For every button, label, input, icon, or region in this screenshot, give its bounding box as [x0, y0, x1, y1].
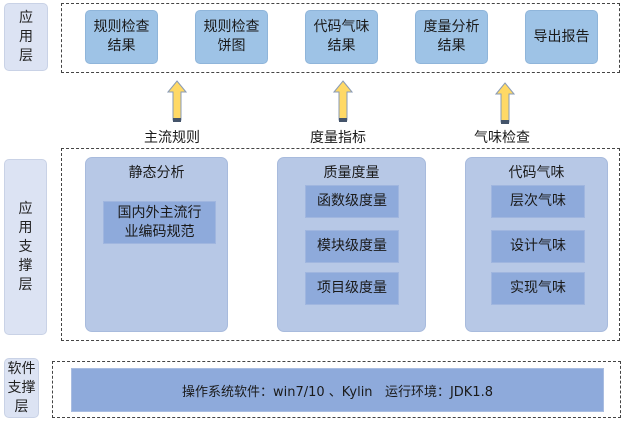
module-export-report[interactable]: 导出报告 [525, 10, 598, 64]
group-static-analysis: 静态分析 国内外主流行业编码规范 [85, 157, 228, 332]
item-function-level-metric[interactable]: 函数级度量 [305, 185, 399, 218]
group-title: 质量度量 [323, 165, 380, 181]
group-title: 静态分析 [128, 165, 185, 181]
runtime-environment-text: 操作系统软件：win7/10 、Kylin 运行环境：JDK1.8 [182, 384, 493, 400]
module-rule-check-result[interactable]: 规则检查结果 [85, 10, 158, 64]
item-module-level-metric[interactable]: 模块级度量 [305, 230, 399, 263]
up-arrow-icon [495, 82, 515, 124]
group-code-smells: 代码气味 层次气味 设计气味 实现气味 [465, 157, 608, 332]
up-arrow-icon [333, 80, 353, 122]
item-design-smell[interactable]: 设计气味 [491, 230, 585, 263]
application-support-layer-label: 应 用 支 撑 层 [4, 159, 47, 335]
module-metric-analysis-result[interactable]: 度量分析结果 [415, 10, 488, 64]
application-layer-frame [61, 3, 620, 73]
arrow-label-mainstream-rules: 主流规则 [144, 130, 200, 146]
item-implementation-smell[interactable]: 实现气味 [491, 272, 585, 305]
application-support-layer-frame [61, 148, 620, 341]
module-rule-check-pie[interactable]: 规则检查饼图 [195, 10, 268, 64]
runtime-environment-bar: 操作系统软件：win7/10 、Kylin 运行环境：JDK1.8 [71, 368, 604, 412]
item-coding-standards[interactable]: 国内外主流行业编码规范 [103, 201, 216, 244]
item-hierarchy-smell[interactable]: 层次气味 [491, 185, 585, 218]
software-support-layer-frame [52, 361, 621, 418]
item-project-level-metric[interactable]: 项目级度量 [305, 272, 399, 305]
module-code-smell-result[interactable]: 代码气味结果 [305, 10, 378, 64]
arrow-label-metric-indicators: 度量指标 [310, 130, 366, 146]
group-quality-metrics: 质量度量 函数级度量 模块级度量 项目级度量 [277, 157, 426, 332]
group-title: 代码气味 [508, 165, 565, 181]
up-arrow-icon [167, 80, 187, 122]
arrow-label-smell-check: 气味检查 [474, 130, 530, 146]
application-layer-label: 应 用 层 [4, 3, 48, 71]
software-support-layer-label: 软件 支撑 层 [4, 358, 39, 418]
